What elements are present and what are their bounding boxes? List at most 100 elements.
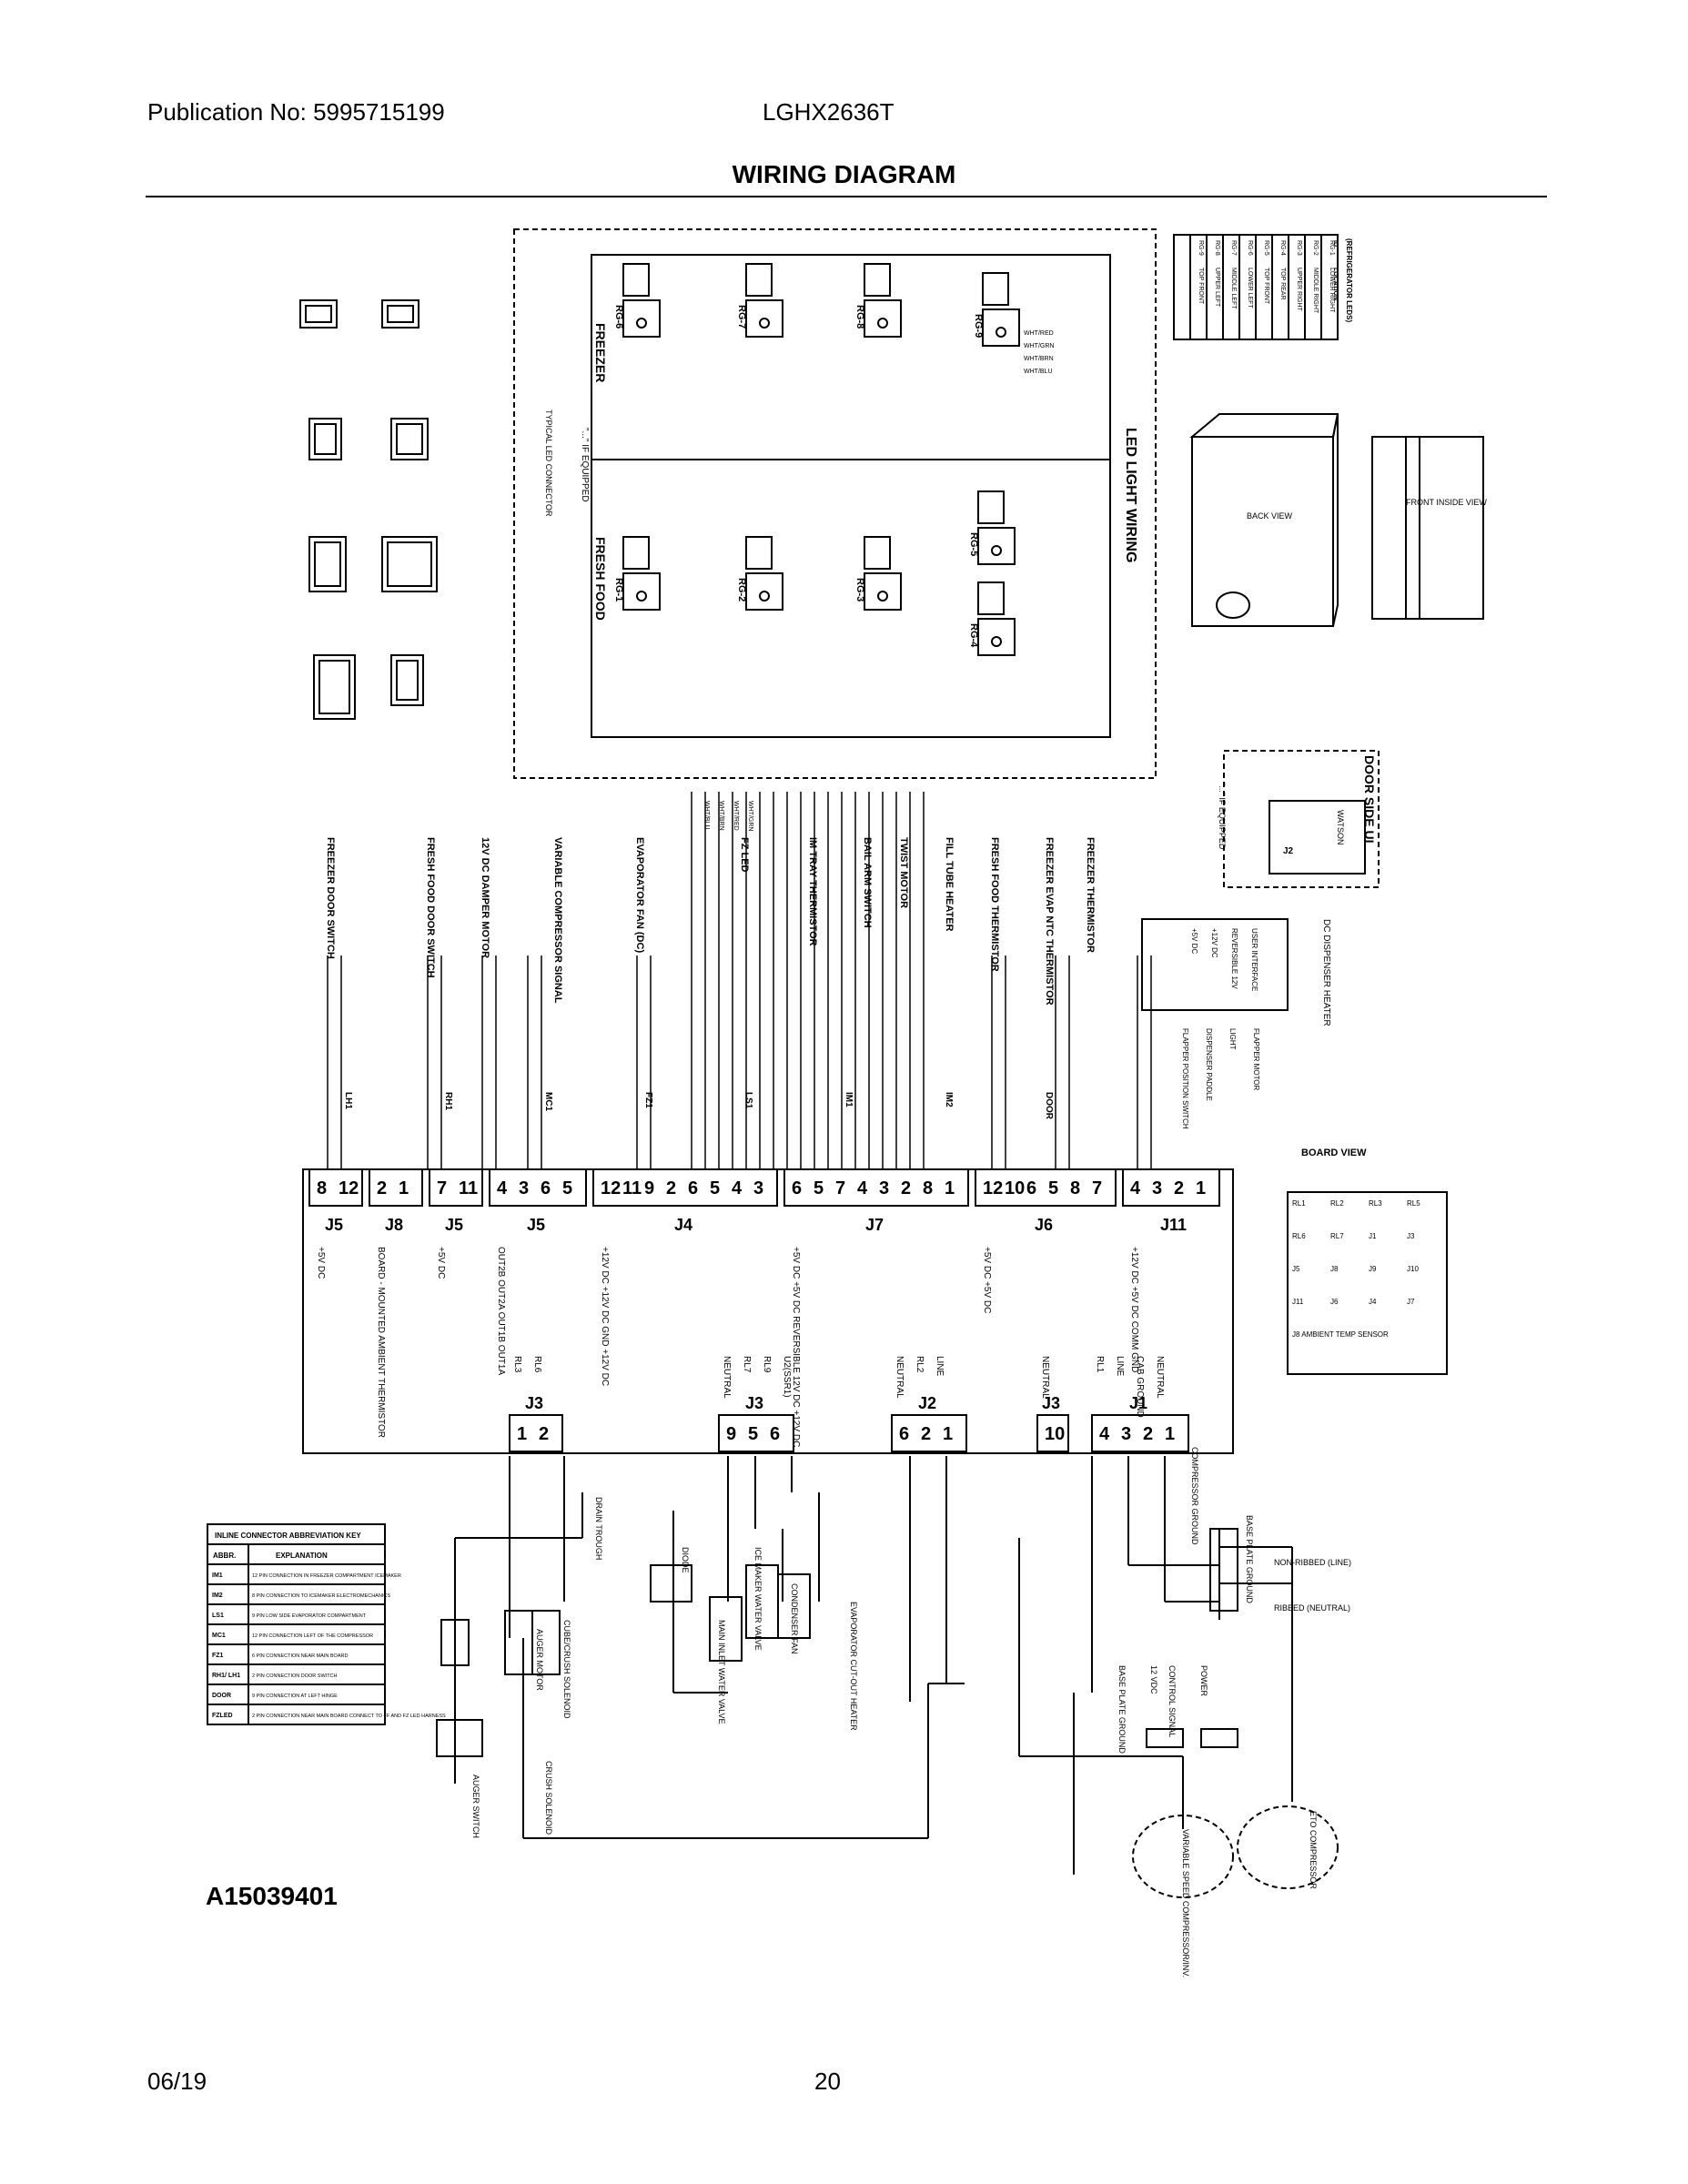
- door-ui-if-equipped-label: "..." IF EQUIPPED: [1218, 783, 1227, 850]
- dispenser-power-label: REVERSIBLE 12V: [1230, 928, 1238, 989]
- pin-number: 3: [519, 1178, 529, 1198]
- led-legend-id: RG-5: [1263, 240, 1269, 256]
- harness-pin-label: LH1: [343, 1092, 353, 1109]
- pin-number: 2: [666, 1178, 676, 1198]
- led-module-rg-2: RG-2: [736, 536, 783, 611]
- board-view-label-item: J6: [1330, 1298, 1339, 1306]
- lower-component-label: VARIABLE SPEED COMPRESSOR/INV.: [1181, 1829, 1190, 1977]
- pin-number: 9: [644, 1178, 654, 1198]
- lower-wiring: [436, 1456, 1339, 1898]
- pin-number: 12: [983, 1178, 1003, 1198]
- board-view-label-item: RL6: [1292, 1232, 1306, 1240]
- back-view: [1189, 413, 1339, 627]
- connector-power-label: +5V DC: [316, 1247, 326, 1279]
- component-label: FILL TUBE HEATER: [944, 837, 955, 932]
- board-view-label-item: J4: [1369, 1298, 1377, 1306]
- harness-wire-code: WHT/BRN: [718, 801, 724, 831]
- key-explanation: 2 PIN CONNECTION DOOR SWITCH: [252, 1673, 338, 1679]
- key-explanation: 12 PIN CONNECTION LEFT OF THE COMPRESSOR: [252, 1633, 373, 1639]
- component-label: VARIABLE COMPRESSOR SIGNAL: [552, 837, 563, 1004]
- led-legend-id: RG-3: [1296, 240, 1302, 256]
- led-legend-location: LOWER LEFT: [1247, 268, 1253, 308]
- led-wire-label: WHT/BLU: [1024, 369, 1053, 375]
- publication-number: Publication No: 5995715199: [147, 98, 445, 126]
- led-legend-location: MIDDLE LEFT: [1230, 268, 1237, 309]
- led-module-label: RG-6: [613, 305, 624, 329]
- key-header: EXPLANATION: [276, 1552, 328, 1560]
- key-explanation: 9 PIN LOW SIDE EVAPORATOR COMPARTMENT: [252, 1613, 367, 1619]
- led-legend-id: RG-4: [1279, 240, 1286, 256]
- led-legend-id: RG-2: [1312, 240, 1319, 256]
- pin-number: 3: [1152, 1178, 1162, 1198]
- led-legend-location: TOP FRONT: [1198, 268, 1204, 305]
- board-view-label-item: J7: [1407, 1298, 1415, 1306]
- dispenser-power-label: +5V DC: [1190, 928, 1198, 954]
- condenser-fan: [777, 1573, 811, 1639]
- key-abbr: LS1: [212, 1613, 224, 1619]
- component-label: FREEZER THERMISTOR: [1085, 837, 1096, 953]
- key-explanation: 6 PIN CONNECTION NEAR MAIN BOARD: [252, 1653, 348, 1659]
- pin-number: 6: [770, 1424, 780, 1444]
- dispenser-label: FLAPPER MOTOR: [1252, 1028, 1260, 1091]
- led-module-rg-5: RG-5: [968, 490, 1016, 565]
- front-inside-view-label: FRONT INSIDE VIEW: [1406, 498, 1487, 507]
- pin-number: 4: [1099, 1424, 1110, 1444]
- key-explanation: 12 PIN CONNECTION IN FREEZER COMPARTMENT…: [252, 1573, 401, 1579]
- harness-pin-label: IM2: [944, 1092, 954, 1107]
- led-legend-location: TOP REAR: [1279, 268, 1286, 300]
- connector-id: J8: [385, 1216, 403, 1234]
- pin-number: 2: [921, 1424, 931, 1444]
- lower-component-label: CONDENSER FAN: [790, 1583, 799, 1654]
- ui-panel: [1269, 800, 1366, 875]
- component-label: 12V DC DAMPER MOTOR: [480, 837, 490, 958]
- connector-shape-icon: [381, 536, 438, 592]
- key-abbr: RH1/ LH1: [212, 1673, 240, 1679]
- component-label: FRESH FOOD THERMISTOR: [989, 837, 1000, 972]
- lower-component-label: CONTROL SIGNAL: [1167, 1665, 1177, 1737]
- connector-shape-icon: [299, 299, 338, 329]
- pin-number: 5: [748, 1424, 758, 1444]
- dispenser-power-label: USER INTERFACE: [1250, 928, 1258, 991]
- board-view-label-item: J10: [1407, 1265, 1419, 1273]
- connector-shape-icon: [390, 654, 424, 706]
- connector-power-label: OUT2B OUT2A OUT1B OUT1A: [496, 1247, 506, 1375]
- lower-connector-label: RL2: [915, 1356, 925, 1373]
- led-module-label: RG-7: [736, 305, 747, 329]
- pin-number: 2: [1174, 1178, 1184, 1198]
- pin-number: 5: [710, 1178, 720, 1198]
- lower-component-label: EVAPORATOR CUT-OUT HEATER: [849, 1602, 858, 1731]
- pin-number: 8: [923, 1178, 933, 1198]
- led-module-rg-3: RG-3: [854, 536, 902, 611]
- part-number: A15039401: [206, 1882, 338, 1910]
- connector-power-label: +5V DC +5V DC: [982, 1247, 992, 1313]
- connector-id: J5: [445, 1216, 463, 1234]
- typical-led-connector-label: TYPICAL LED CONNECTOR: [544, 410, 553, 517]
- lower-component-label: AUGER MOTOR: [535, 1629, 544, 1691]
- back-view-label: BACK VIEW: [1247, 511, 1293, 521]
- led-wiring-title: LED LIGHT WIRING: [1123, 428, 1138, 562]
- dispenser-label: DISPENSER PADDLE: [1205, 1028, 1213, 1101]
- lower-connector-label: LINE: [935, 1356, 945, 1377]
- pin-number: 12: [339, 1178, 359, 1198]
- led-legend-id: RG-8: [1214, 240, 1220, 256]
- connector-shape-icon: [390, 418, 429, 460]
- key-abbr: IM1: [212, 1572, 223, 1579]
- pin-number: 1: [943, 1424, 953, 1444]
- led-legend-title: (REFRIGERATOR LEDS): [1345, 238, 1353, 322]
- dispenser-label: FLAPPER POSITION SWITCH: [1181, 1028, 1189, 1129]
- pin-number: 1: [1196, 1178, 1206, 1198]
- pin-number: 8: [317, 1178, 327, 1198]
- component-label: TWIST MOTOR: [898, 837, 909, 908]
- board-view-label-item: RL7: [1330, 1232, 1344, 1240]
- splice-block: [650, 1564, 692, 1603]
- lower-component-label: ICE MAKER WATER VALVE: [753, 1547, 763, 1651]
- pin-number: 1: [399, 1178, 409, 1198]
- board-view-outline: [1287, 1191, 1448, 1375]
- pin-number: 2: [1143, 1424, 1153, 1444]
- connector-power-label: +5V DC: [436, 1247, 446, 1279]
